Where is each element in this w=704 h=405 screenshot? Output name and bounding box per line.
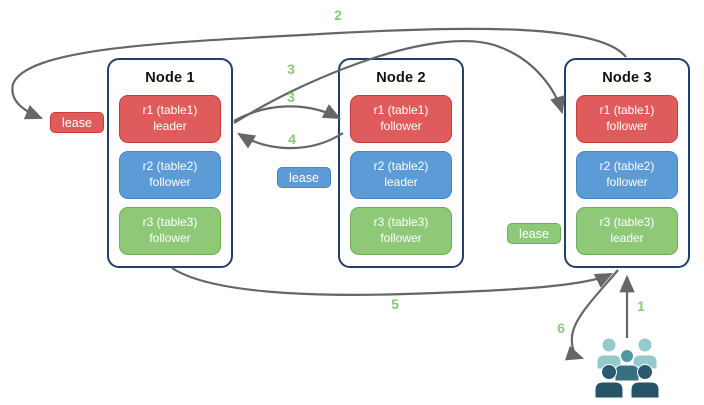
replica-role: follower	[380, 231, 422, 245]
users-icon	[594, 337, 660, 399]
lease-badge-red: lease	[50, 112, 104, 133]
replica-r2-node3: r2 (table2) follower	[576, 151, 678, 199]
node-title: Node 1	[145, 70, 195, 86]
lease-badge-green: lease	[507, 223, 561, 244]
replica-r2-node2: r2 (table2) leader	[350, 151, 452, 199]
replica-name: r3 (table3)	[373, 215, 429, 230]
arrow-step-6	[564, 269, 619, 361]
replica-role: follower	[149, 231, 191, 245]
replica-name: r2 (table2)	[142, 159, 198, 174]
replica-name: r3 (table3)	[142, 215, 198, 230]
step-label-2: 2	[334, 7, 342, 23]
replica-role: follower	[606, 119, 648, 133]
node-3: Node 3 r1 (table1) follower r2 (table2) …	[564, 58, 690, 268]
step-label-5: 5	[391, 296, 399, 312]
replica-role: leader	[610, 231, 644, 245]
replica-r1-node3: r1 (table1) follower	[576, 95, 678, 143]
step-label-6: 6	[557, 320, 565, 336]
replica-role: leader	[384, 175, 418, 189]
step-label-1: 1	[637, 298, 645, 314]
node-title: Node 2	[376, 70, 426, 86]
lease-badge-blue: lease	[277, 167, 331, 188]
person-icon	[632, 337, 658, 370]
replica-r3-node3: r3 (table3) leader	[576, 207, 678, 255]
replica-role: follower	[380, 119, 422, 133]
person-icon	[614, 349, 640, 382]
step-label-3b: 3	[287, 89, 295, 105]
replica-name: r3 (table3)	[599, 215, 655, 230]
node-1: Node 1 r1 (table1) leader r2 (table2) fo…	[107, 58, 233, 268]
arrow-step-2	[11, 27, 627, 120]
node-2: Node 2 r1 (table1) follower r2 (table2) …	[338, 58, 464, 268]
replica-role: follower	[149, 175, 191, 189]
replica-r2-node1: r2 (table2) follower	[119, 151, 221, 199]
person-icon	[594, 364, 624, 399]
replica-role: follower	[606, 175, 648, 189]
step-label-3a: 3	[287, 61, 295, 77]
node-title: Node 3	[602, 70, 652, 86]
replica-r3-node2: r3 (table3) follower	[350, 207, 452, 255]
replica-r1-node2: r1 (table1) follower	[350, 95, 452, 143]
replica-name: r1 (table1)	[142, 103, 198, 118]
replica-r3-node1: r3 (table3) follower	[119, 207, 221, 255]
replica-name: r1 (table1)	[373, 103, 429, 118]
step-label-4: 4	[288, 131, 296, 147]
replica-r1-node1: r1 (table1) leader	[119, 95, 221, 143]
replica-name: r2 (table2)	[373, 159, 429, 174]
person-icon	[630, 364, 660, 399]
person-icon	[596, 337, 622, 370]
arrow-step-3-to-node2	[233, 104, 341, 122]
replica-name: r1 (table1)	[599, 103, 655, 118]
replica-name: r2 (table2)	[599, 159, 655, 174]
arrow-step-5	[171, 267, 613, 296]
replica-role: leader	[153, 119, 187, 133]
